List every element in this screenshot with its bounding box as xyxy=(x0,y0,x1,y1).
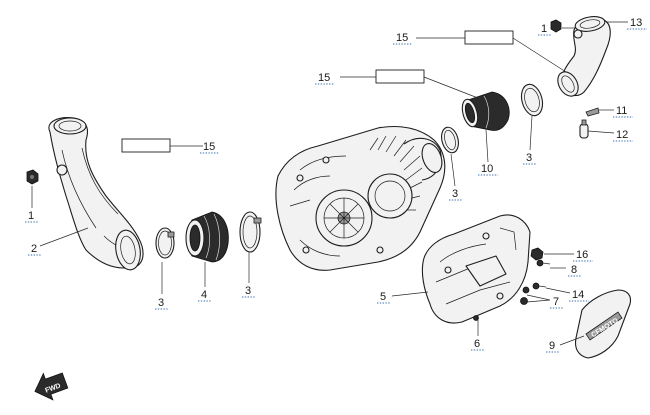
part-15-box-top xyxy=(464,30,514,45)
fwd-arrow-icon: FWD xyxy=(34,372,69,401)
callout-13[interactable]: 13 xyxy=(627,17,647,30)
svg-text:1: 1 xyxy=(541,23,547,35)
bolt-8 xyxy=(536,259,551,267)
svg-text:16: 16 xyxy=(576,249,588,261)
svg-text:12: 12 xyxy=(616,129,628,141)
plug-12 xyxy=(579,119,589,139)
callout-3c[interactable]: 3 xyxy=(449,188,463,201)
callout-labels: 1 2 3 4 3 3 10 3 xyxy=(25,17,647,353)
callout-1-left[interactable]: 1 xyxy=(25,210,39,223)
hose-clamp-3c xyxy=(441,126,459,154)
callout-3b[interactable]: 3 xyxy=(242,285,256,298)
screw-6 xyxy=(473,315,479,321)
bolt-14 xyxy=(532,282,547,290)
outer-cover-5 xyxy=(421,214,531,324)
callout-2[interactable]: 2 xyxy=(28,243,42,256)
svg-text:8: 8 xyxy=(571,264,577,276)
svg-text:4: 4 xyxy=(201,289,207,301)
svg-text:14: 14 xyxy=(572,289,584,301)
hose-clamp-3a xyxy=(155,227,175,259)
svg-text:3: 3 xyxy=(245,285,251,297)
callout-5[interactable]: 5 xyxy=(377,291,391,304)
decal-9: CFMOTO xyxy=(574,289,632,359)
callout-6[interactable]: 6 xyxy=(471,338,485,351)
bolt-16 xyxy=(530,247,544,261)
callout-11[interactable]: 11 xyxy=(613,105,633,118)
part-15-box-mid xyxy=(375,69,425,84)
svg-text:5: 5 xyxy=(380,291,386,303)
svg-text:10: 10 xyxy=(481,163,493,175)
clip-11 xyxy=(585,107,600,117)
rubber-boot-10 xyxy=(461,91,510,131)
svg-text:1: 1 xyxy=(28,210,34,222)
callout-14[interactable]: 14 xyxy=(569,289,589,302)
callout-7[interactable]: 7 xyxy=(550,296,564,309)
leader-lines xyxy=(31,21,628,346)
washers-7 xyxy=(520,286,530,305)
callout-9[interactable]: 9 xyxy=(546,340,560,353)
hose-clamp-3d xyxy=(520,83,544,117)
svg-text:3: 3 xyxy=(526,152,532,164)
svg-text:11: 11 xyxy=(616,105,627,117)
svg-text:3: 3 xyxy=(158,297,164,309)
svg-text:9: 9 xyxy=(549,340,555,352)
svg-text:15: 15 xyxy=(396,32,408,44)
callout-15-mid[interactable]: 15 xyxy=(315,72,334,85)
svg-text:13: 13 xyxy=(630,17,642,29)
svg-text:2: 2 xyxy=(31,243,37,255)
callout-15-top[interactable]: 15 xyxy=(393,32,412,45)
rubber-boot-4 xyxy=(185,211,229,263)
callout-16[interactable]: 16 xyxy=(573,249,593,262)
callout-15-left[interactable]: 15 xyxy=(200,141,219,154)
svg-text:15: 15 xyxy=(203,141,215,153)
intake-duct-left xyxy=(48,117,144,271)
callout-3d[interactable]: 3 xyxy=(523,152,537,165)
callout-8[interactable]: 8 xyxy=(568,264,582,277)
nut-1-top xyxy=(550,19,562,33)
callout-10[interactable]: 10 xyxy=(478,163,498,176)
part-15-box-left xyxy=(121,138,171,153)
hose-clamp-3b xyxy=(239,211,262,253)
cvt-cover xyxy=(275,125,446,271)
callout-12[interactable]: 12 xyxy=(613,129,633,142)
svg-text:6: 6 xyxy=(474,338,480,350)
callout-4[interactable]: 4 xyxy=(198,289,212,302)
svg-text:3: 3 xyxy=(452,188,458,200)
svg-text:15: 15 xyxy=(318,72,330,84)
callout-3a[interactable]: 3 xyxy=(155,297,169,310)
nut-1-left xyxy=(26,169,39,185)
svg-text:7: 7 xyxy=(553,296,559,308)
intake-duct-upper xyxy=(557,16,611,97)
callout-1-top[interactable]: 1 xyxy=(538,23,552,36)
